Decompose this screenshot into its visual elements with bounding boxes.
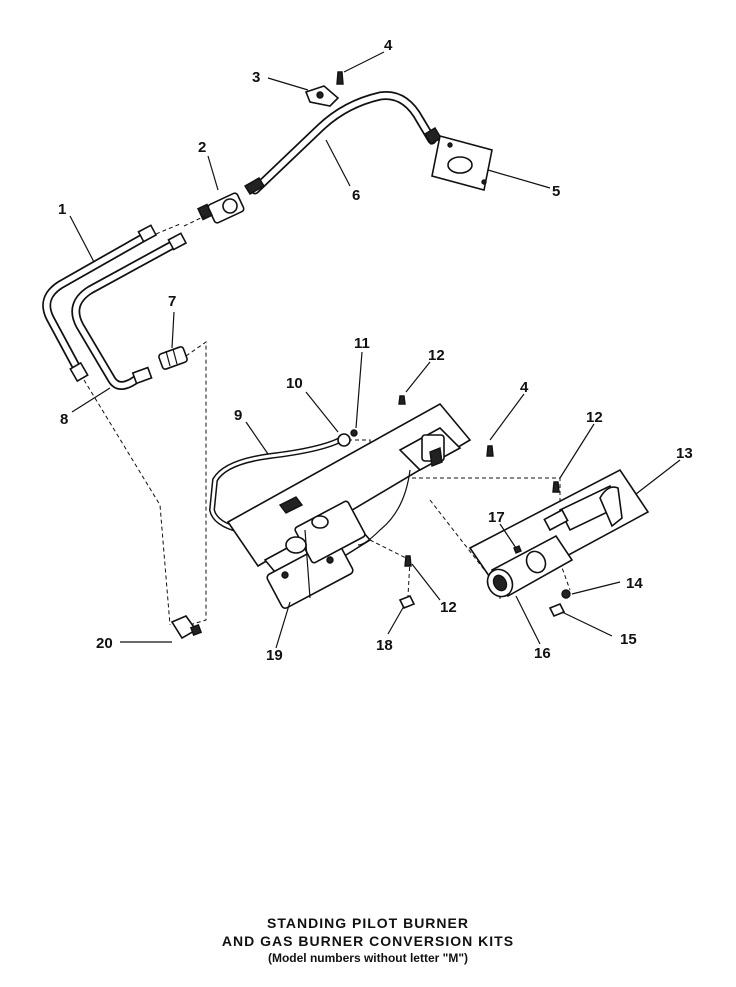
compression-nut xyxy=(337,429,358,447)
pilot-tube xyxy=(244,91,442,195)
callout-19: 19 xyxy=(266,647,283,664)
callout-11: 11 xyxy=(354,335,370,352)
burner-tube xyxy=(486,508,574,598)
callout-6: 6 xyxy=(352,187,360,204)
callout-4-lower: 4 xyxy=(520,379,529,396)
pilot-bracket xyxy=(357,395,462,546)
callout-12-top: 12 xyxy=(428,347,445,364)
callout-10: 10 xyxy=(286,375,303,392)
small-hardware xyxy=(170,445,571,640)
callout-17: 17 xyxy=(488,509,505,526)
caption-note: (Model numbers without letter "M") xyxy=(267,951,469,965)
callout-4-upper: 4 xyxy=(384,37,393,54)
callout-12-right: 12 xyxy=(586,409,603,426)
callout-7: 7 xyxy=(168,293,176,310)
callout-9: 9 xyxy=(234,407,242,424)
mounting-plate xyxy=(431,135,493,191)
gas-tube-assembly xyxy=(42,224,188,390)
callout-12-bottom: 12 xyxy=(440,599,457,616)
callout-15: 15 xyxy=(620,631,637,648)
leader-lines xyxy=(69,51,681,649)
callout-8: 8 xyxy=(60,411,68,428)
fitting-tee xyxy=(197,192,245,224)
callout-14: 14 xyxy=(626,575,643,592)
callout-16: 16 xyxy=(534,645,551,662)
callout-18: 18 xyxy=(376,637,393,654)
connector-fitting xyxy=(158,346,188,370)
callout-3: 3 xyxy=(252,69,260,86)
callout-13: 13 xyxy=(676,445,693,462)
callout-labels: 1 2 3 4 4 5 6 7 8 9 10 11 12 12 12 13 14… xyxy=(58,37,693,664)
callout-1: 1 xyxy=(58,201,66,218)
caption-subtitle: AND GAS BURNER CONVERSION KITS xyxy=(221,933,515,949)
callout-2: 2 xyxy=(198,139,206,156)
caption-title: STANDING PILOT BURNER xyxy=(267,915,469,931)
thermocouple-line xyxy=(209,437,343,533)
callout-5: 5 xyxy=(552,183,560,200)
tube-clamp xyxy=(304,71,344,107)
callout-20: 20 xyxy=(96,635,113,652)
